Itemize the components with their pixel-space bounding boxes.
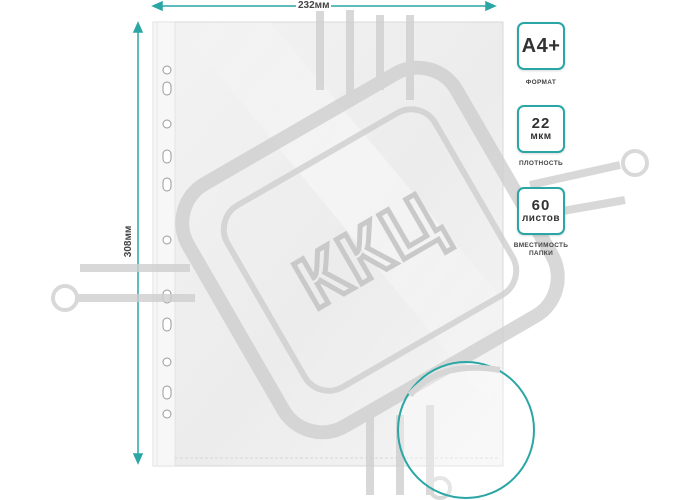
density-badge: 22 мкм <box>517 105 565 153</box>
binding-holes <box>162 65 172 419</box>
height-label: 308мм <box>123 223 135 260</box>
height-dimension-arrow <box>132 21 144 465</box>
density-unit: мкм <box>530 130 552 142</box>
width-label: 232мм <box>296 0 332 11</box>
format-badge: A4+ <box>517 22 565 70</box>
density-value: 22 <box>531 114 551 132</box>
capacity-caption: ВМЕСТИМОСТЬ ПАПКИ <box>513 242 569 257</box>
capacity-unit: листов <box>521 212 561 224</box>
capacity-badge: 60 листов <box>517 187 565 235</box>
format-value: A4+ <box>521 35 561 57</box>
watermark-logo <box>51 10 649 500</box>
format-caption: ФОРМАТ <box>525 79 557 86</box>
capacity-value: 60 <box>531 196 551 214</box>
density-caption: ПЛОТНОСТЬ <box>519 160 563 167</box>
magnifier-circle <box>397 361 535 499</box>
